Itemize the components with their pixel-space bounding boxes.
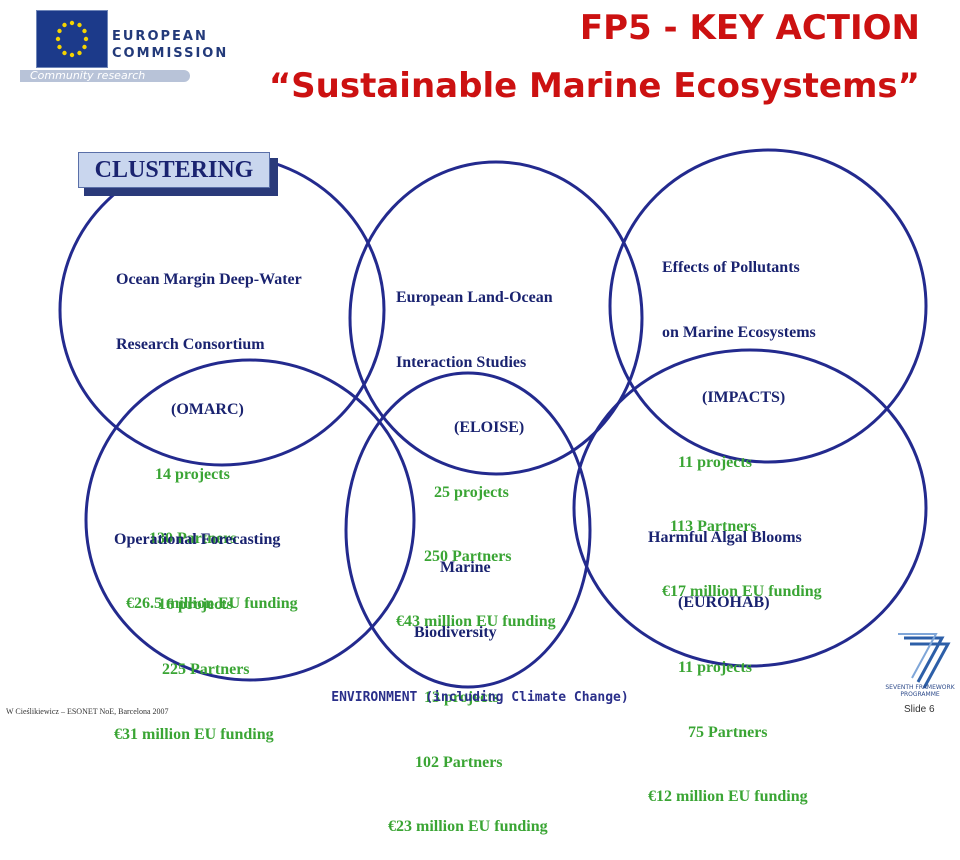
fp7-logo-text: SEVENTH FRAMEWORK PROGRAMME xyxy=(884,684,956,698)
eu-logo-text: EUROPEAN COMMISSION xyxy=(112,28,228,62)
cluster-partners: 102 Partners xyxy=(415,753,503,771)
logo-subtitle: Community research xyxy=(30,69,146,82)
eu-flag-logo xyxy=(36,10,108,68)
logo-line-commission: COMMISSION xyxy=(112,46,229,61)
cluster-partners: 225 Partners xyxy=(162,660,250,678)
cluster-name-line: Marine xyxy=(440,559,491,577)
circle-eurohab xyxy=(572,348,928,668)
cluster-partners: 75 Partners xyxy=(688,723,768,741)
cluster-acronym: (ELOISE) xyxy=(454,418,525,436)
footer-environment: ENVIRONMENT (including Climate Change) xyxy=(331,690,629,705)
cluster-projects: 14 projects xyxy=(155,465,230,483)
page-title: FP5 - KEY ACTION xyxy=(579,8,920,48)
cluster-projects: 25 projects xyxy=(434,483,509,501)
cluster-name-line: Harmful Algal Blooms xyxy=(648,529,802,547)
cluster-projects: 16 projects xyxy=(158,595,233,613)
cluster-name-line: Operational Forecasting xyxy=(114,531,281,549)
cluster-eloise: European Land-Ocean Interaction Studies … xyxy=(396,244,556,654)
cluster-partners: 130 Partners xyxy=(149,530,237,548)
circle-biodiversity xyxy=(344,371,592,689)
circle-eloise xyxy=(348,160,644,476)
cluster-impacts: Effects of Pollutants on Marine Ecosyste… xyxy=(662,214,822,624)
cluster-name-line: Biodiversity xyxy=(414,623,497,641)
cluster-forecasting: Operational Forecasting 16 projects 225 … xyxy=(114,486,280,767)
cluster-funding: €31 million EU funding xyxy=(114,725,274,743)
cluster-name-line: Effects of Pollutants xyxy=(662,259,800,277)
cluster-funding: €43 million EU funding xyxy=(396,613,556,631)
cluster-name-line: Interaction Studies xyxy=(396,353,527,371)
circle-impacts xyxy=(608,148,928,464)
footer-author: W Cieślikiewicz – ESONET NoE, Barcelona … xyxy=(6,707,169,716)
eu-stars-icon xyxy=(55,20,89,58)
fp7-line: PROGRAMME xyxy=(900,691,940,698)
circle-forecasting xyxy=(84,358,416,682)
cluster-funding: €26.5 million EU funding xyxy=(126,595,298,613)
cluster-funding: €12 million EU funding xyxy=(648,788,808,806)
fp7-logo-icon xyxy=(898,633,951,689)
cluster-projects: 13 projects xyxy=(424,688,499,706)
cluster-eurohab: Harmful Algal Blooms (EUROHAB) 11 projec… xyxy=(648,484,808,830)
cluster-name-line: Ocean Margin Deep-Water xyxy=(116,271,302,289)
cluster-omarc: Ocean Margin Deep-Water Research Consort… xyxy=(116,226,302,636)
cluster-funding: €17 million EU funding xyxy=(662,583,822,601)
logo-bar xyxy=(20,70,190,82)
cluster-acronym: (OMARC) xyxy=(171,400,244,418)
logo-line-european: EUROPEAN xyxy=(112,29,208,44)
slide-number: Slide 6 xyxy=(904,704,935,715)
cluster-name-line: on Marine Ecosystems xyxy=(662,323,816,341)
page-subtitle: “Sustainable Marine Ecosystems” xyxy=(268,66,920,106)
cluster-name-line: European Land-Ocean xyxy=(396,289,553,307)
cluster-biodiversity: Marine Biodiversity 13 projects 102 Part… xyxy=(388,514,548,860)
cluster-acronym: (EUROHAB) xyxy=(678,593,770,611)
cluster-name-line: Research Consortium xyxy=(116,335,265,353)
cluster-projects: 11 projects xyxy=(678,658,752,676)
cluster-partners: 113 Partners xyxy=(670,518,757,536)
cluster-partners: 250 Partners xyxy=(424,548,512,566)
cluster-funding: €23 million EU funding xyxy=(388,818,548,836)
fp7-line: SEVENTH FRAMEWORK xyxy=(885,684,955,691)
cluster-acronym: (IMPACTS) xyxy=(702,388,786,406)
cluster-projects: 11 projects xyxy=(678,453,752,471)
clustering-label: CLUSTERING xyxy=(78,152,270,188)
